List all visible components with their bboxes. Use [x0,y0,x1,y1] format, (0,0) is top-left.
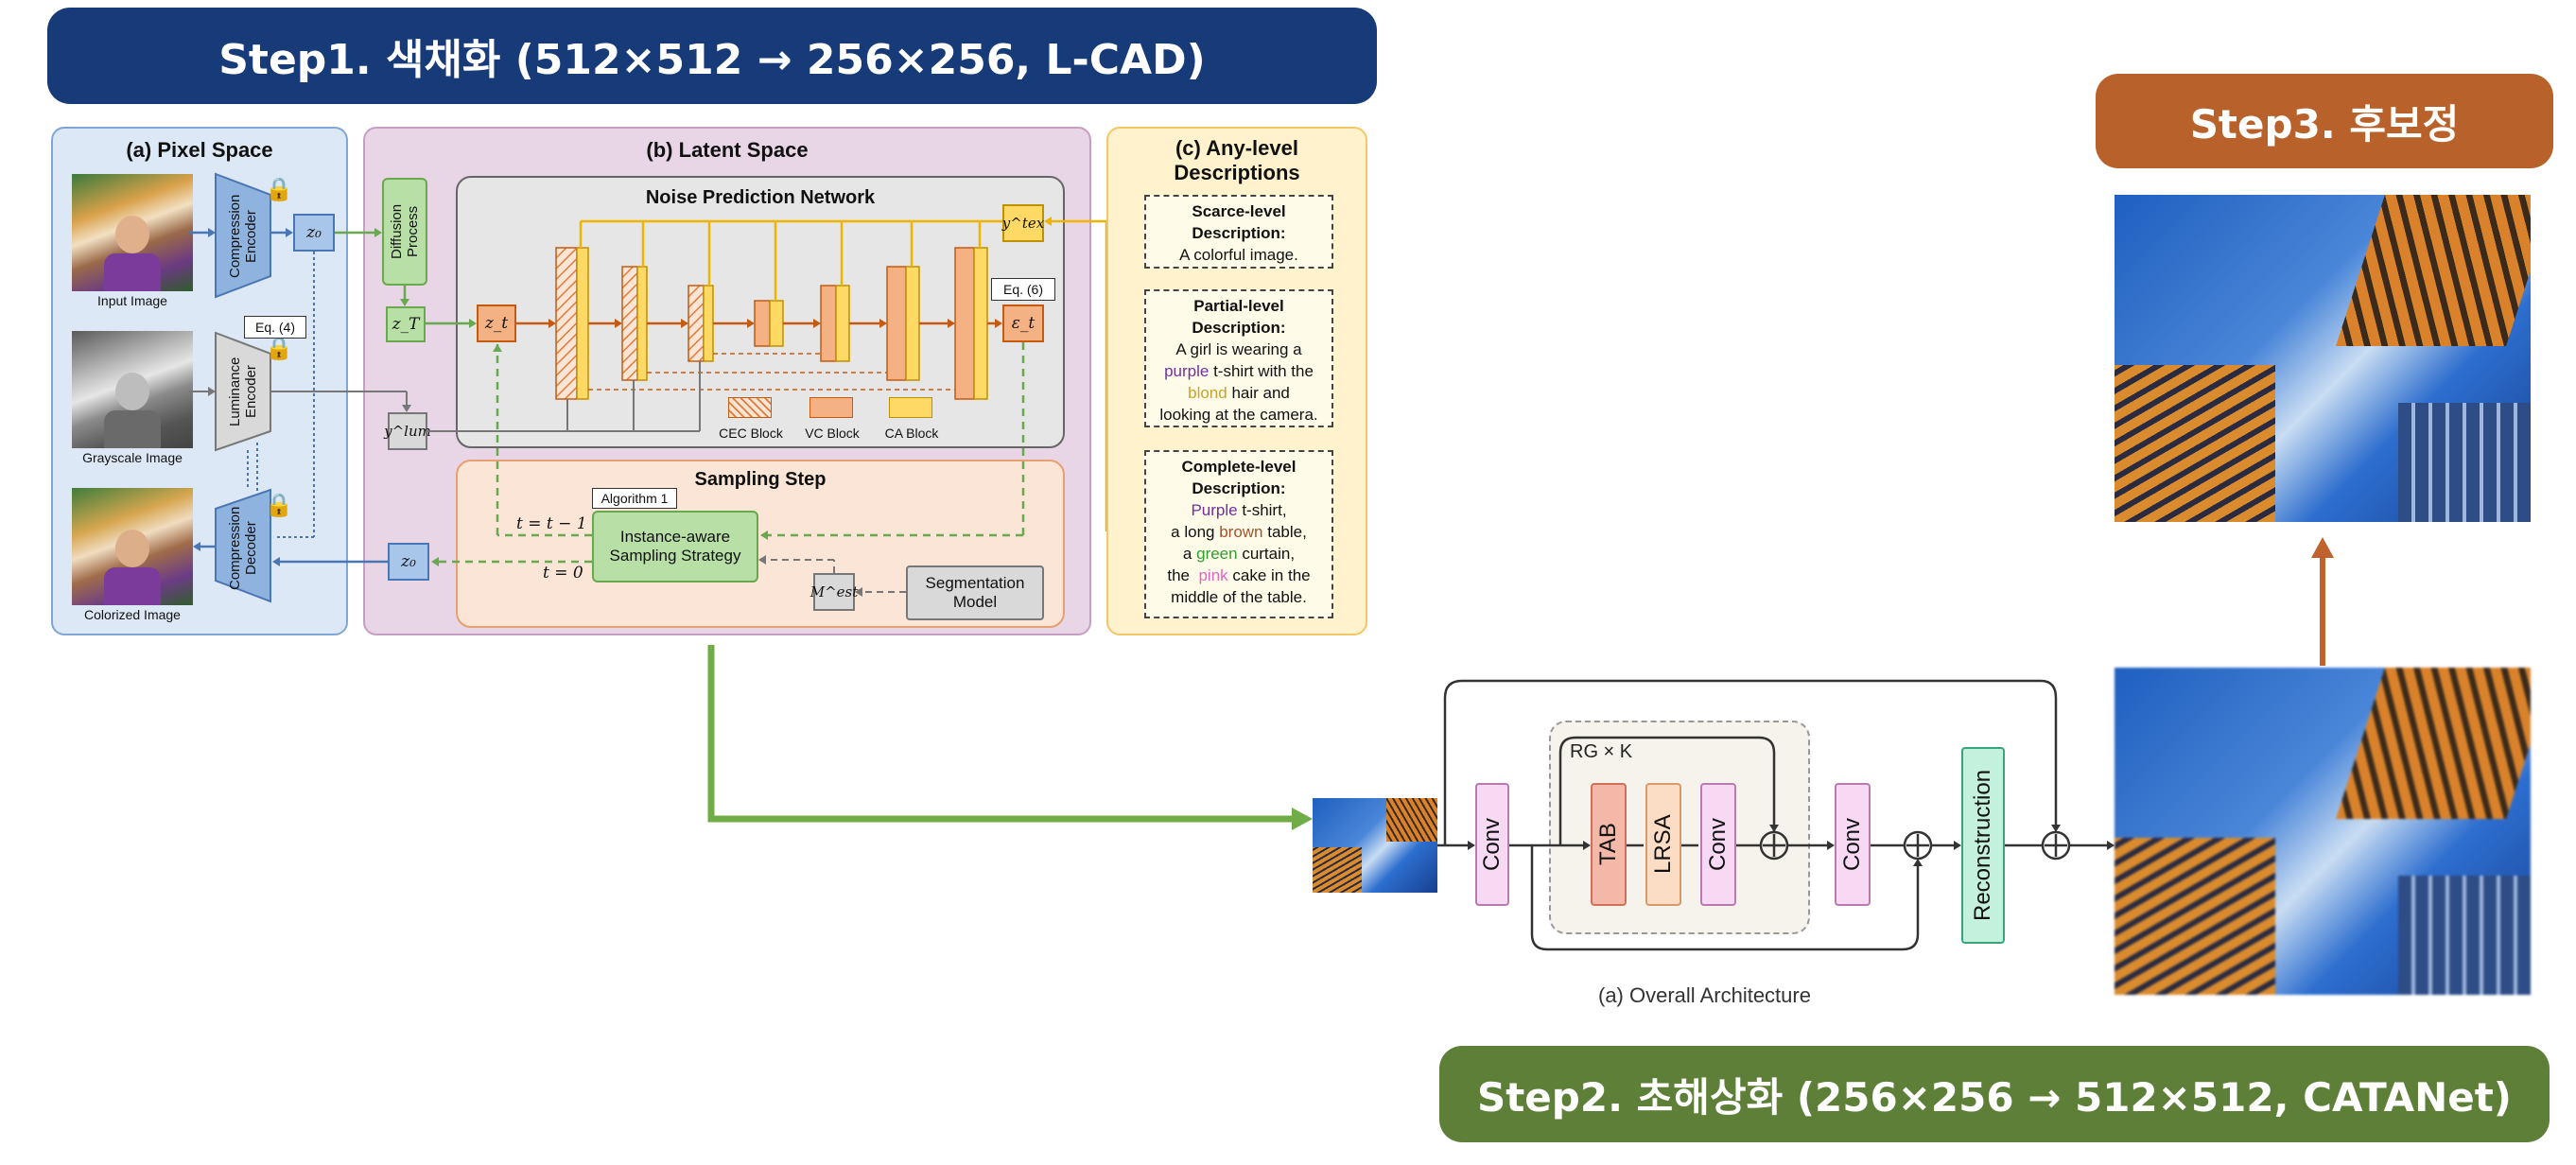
complete-text-4a: the [1167,566,1199,584]
complete-pink: pink [1198,566,1228,584]
latent-space-title: (b) Latent Space [646,138,809,162]
mest-node: M^est [810,573,858,611]
partial-text-3: hair and [1227,384,1290,402]
final-output-image [2115,195,2531,522]
complete-title: Complete-level Description: [1181,458,1297,497]
algorithm-label: Algorithm 1 [592,488,677,509]
legend-ca-swatch [889,397,932,418]
z0-output: z₀ [388,543,429,581]
step3-banner: Step3. 후보정 [2096,74,2553,168]
t-zero-label: t = 0 [543,564,583,582]
complete-text-2a: a long [1171,523,1220,541]
scarce-text: A colorful image. [1179,246,1298,264]
complete-text-4b: cake in the [1227,566,1311,584]
instance-aware-strategy: Instance-aware Sampling Strategy [592,511,758,582]
partial-blond: blond [1188,384,1227,402]
ylum-node: y^lum [384,412,431,450]
colorized-image-label: Colorized Image [84,607,181,622]
t-minus-label: t = t − 1 [516,514,587,533]
complete-text-5: middle of the table. [1171,588,1307,606]
pixel-space-title: (a) Pixel Space [126,138,273,162]
input-image [72,174,193,291]
scarce-title: Scarce-level Description: [1192,202,1286,242]
complete-purple: Purple [1191,501,1238,519]
sr-output-image [2115,668,2531,995]
eq6-label: Eq. (6) [991,278,1055,301]
grayscale-image [72,331,193,448]
et-node: ε_t [1002,304,1044,342]
partial-purple: purple [1164,362,1210,380]
legend-cec-swatch [728,397,772,418]
ytex-node: y^tex [1002,204,1044,242]
lr-input-image [1313,798,1437,893]
complete-brown: brown [1219,523,1263,541]
step1-banner: Step1. 색채화 (512×512 → 256×256, L-CAD) [47,8,1377,104]
npn-title: Noise Prediction Network [645,187,876,208]
lock-icon: 🔒 [265,493,293,518]
partial-text-1: A girl is wearing a [1175,340,1302,358]
complete-description: Complete-level Description: Purple t-shi… [1144,450,1333,618]
rg-label: RG × K [1570,741,1633,762]
lock-icon: 🔒 [265,336,293,361]
complete-text-3a: a [1182,545,1197,563]
partial-text-4: looking at the camera. [1159,406,1318,424]
legend-cec-label: CEC Block [719,426,783,441]
segmentation-model: Segmentation Model [906,565,1044,620]
legend-vc-swatch [809,397,853,418]
complete-green: green [1196,545,1238,563]
grayscale-image-label: Grayscale Image [82,450,183,465]
complete-text-1: t-shirt, [1237,501,1287,519]
sampling-step-title: Sampling Step [694,469,827,490]
legend-ca-label: CA Block [884,426,939,441]
zT-node: z_T [386,306,426,342]
z0-encoded: z₀ [293,214,335,252]
descriptions-title: (c) Any-level Descriptions [1174,136,1300,184]
legend-vc-label: VC Block [805,426,860,441]
partial-text-2: t-shirt with the [1209,362,1314,380]
step2-banner: Step2. 초해상화 (256×256 → 512×512, CATANet) [1439,1046,2550,1142]
eq4-label: Eq. (4) [244,316,306,339]
input-image-label: Input Image [97,293,167,308]
complete-text-2b: table, [1262,523,1307,541]
lock-icon: 🔒 [265,177,293,202]
complete-text-3b: curtain, [1237,545,1296,563]
partial-description: Partial-level Description: A girl is wea… [1144,289,1333,427]
architecture-caption: (a) Overall Architecture [1598,983,1811,1007]
scarce-description: Scarce-level Description: A colorful ima… [1144,195,1333,269]
zt-node: z_t [477,304,516,342]
partial-title: Partial-level Description: [1192,297,1286,337]
colorized-image [72,488,193,605]
